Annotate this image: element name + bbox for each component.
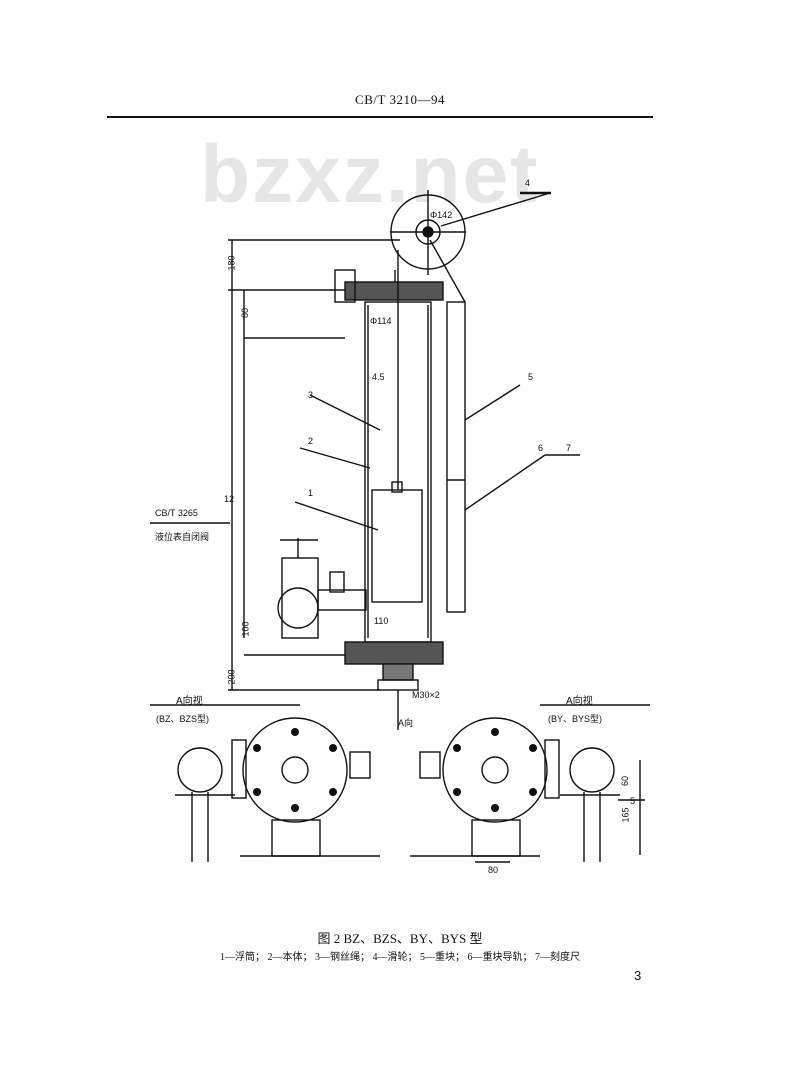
valve bbox=[281, 557, 319, 639]
dim-4-5: 4.5 bbox=[372, 372, 385, 382]
part-label-4: 4 bbox=[525, 178, 531, 188]
dim-100: 100 bbox=[240, 621, 251, 637]
left-view-title: A向视 bbox=[176, 696, 203, 707]
dim-200: 200 bbox=[226, 669, 237, 685]
header-rule bbox=[107, 116, 653, 118]
dim-80-right: 80 bbox=[488, 865, 499, 875]
figure-caption: 图 2 BZ、BZS、BY、BYS 型 bbox=[317, 931, 483, 946]
part-label-5: 5 bbox=[528, 372, 534, 382]
dim-phi114: Φ114 bbox=[370, 316, 392, 326]
figure-legend: 1—浮筒； 2—本体； 3—钢丝绳； 4—滑轮； 5—重块； 6—重块导轨； 7… bbox=[220, 952, 580, 963]
part-label-7: 7 bbox=[566, 443, 572, 453]
page-number: 3 bbox=[634, 968, 642, 983]
dim-phi142: Φ142 bbox=[430, 210, 453, 220]
dim-12: 12 bbox=[224, 494, 235, 504]
part-label-2: 2 bbox=[308, 436, 314, 446]
ref-std: CB/T 3265 bbox=[155, 508, 198, 518]
left-view-sub: (BZ、BZS型) bbox=[156, 714, 209, 724]
dim-80: 80 bbox=[240, 307, 251, 319]
ref-std-name: 液位表自闭阀 bbox=[155, 532, 210, 542]
right-view-flange bbox=[442, 717, 548, 823]
dim-110: 110 bbox=[374, 616, 389, 626]
doc-header: CB/T 3210—94 bbox=[355, 92, 445, 107]
dim-5: 5 bbox=[630, 796, 636, 806]
top-flange bbox=[344, 281, 444, 301]
dim-165: 165 bbox=[620, 807, 631, 823]
right-view-sub: (BY、BYS型) bbox=[548, 714, 603, 724]
part-label-6: 6 bbox=[538, 443, 544, 453]
dim-180: 180 bbox=[226, 255, 237, 271]
watermark: bzxz.net bbox=[200, 129, 540, 220]
bottom-flange bbox=[344, 641, 444, 665]
weight-rail bbox=[446, 301, 466, 613]
part-label-1: 1 bbox=[308, 488, 314, 498]
part-label-3: 3 bbox=[308, 390, 314, 400]
float bbox=[371, 489, 423, 603]
left-view-flange bbox=[242, 717, 348, 823]
dim-60: 60 bbox=[620, 775, 631, 787]
a-direction: A向 bbox=[398, 718, 414, 728]
right-view-title: A向视 bbox=[566, 696, 593, 707]
dim-m30: M30×2 bbox=[412, 690, 440, 700]
